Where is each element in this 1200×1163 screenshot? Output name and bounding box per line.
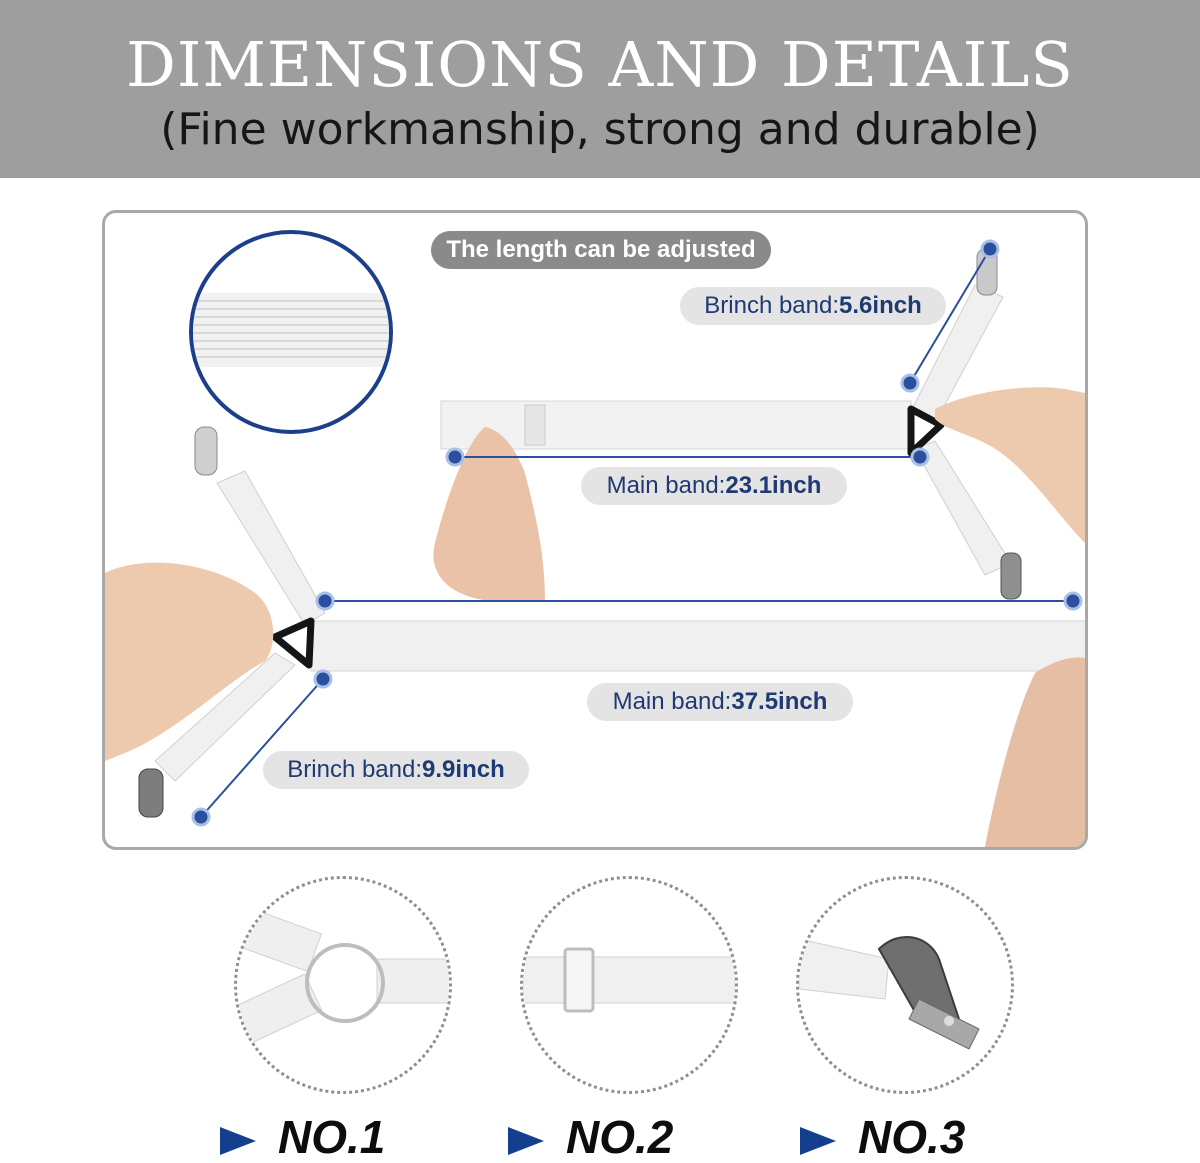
label-brinch-lower: Brinch band:9.9inch (263, 751, 529, 789)
label-no2: NO.2 (508, 1112, 673, 1162)
strap-illustration (105, 230, 1085, 847)
detail-triangle-ring (234, 876, 452, 1094)
dimensions-panel: The length can be adjusted Brinch band:5… (102, 210, 1088, 850)
page-title: DIMENSIONS AND DETAILS (126, 28, 1074, 101)
header-banner: DIMENSIONS AND DETAILS (Fine workmanship… (0, 0, 1200, 178)
label-main-lower: Main band:37.5inch (587, 683, 853, 721)
label-no1: NO.1 (220, 1112, 385, 1162)
adjust-note: The length can be adjusted (431, 231, 771, 269)
upper-strap (433, 248, 1085, 602)
band-texture-zoom (189, 230, 393, 434)
label-no3: NO.3 (800, 1112, 965, 1162)
detail-slider-buckle (520, 876, 738, 1094)
detail-metal-clip (796, 876, 1014, 1094)
arrow-right-icon (800, 1126, 836, 1155)
label-brinch-upper: Brinch band:5.6inch (680, 287, 946, 325)
arrow-right-icon (220, 1126, 256, 1155)
arrow-right-icon (508, 1126, 544, 1155)
page-subtitle: (Fine workmanship, strong and durable) (160, 104, 1040, 155)
measure-markers (191, 239, 1083, 827)
lower-strap (105, 426, 1085, 847)
label-main-upper: Main band:23.1inch (581, 467, 847, 505)
